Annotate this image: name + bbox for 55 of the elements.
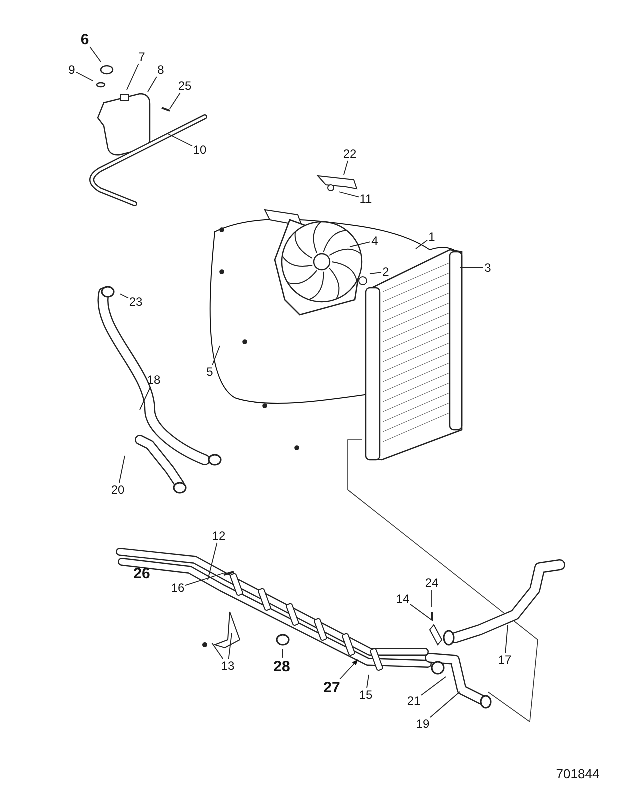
leader-line [148, 76, 158, 92]
leader-line [370, 272, 382, 274]
callout-number: 15 [358, 688, 374, 702]
callout-number: 17 [497, 653, 513, 667]
leader-line [212, 642, 224, 660]
callout-number: 23 [128, 295, 144, 309]
leader-line [421, 676, 446, 696]
leader-line [344, 160, 348, 176]
callout-number: 11 [358, 192, 374, 206]
leader-line [228, 632, 232, 660]
leader-line [350, 242, 371, 248]
callout-number: 13 [220, 659, 236, 673]
leader-line [212, 346, 220, 366]
callout-number: 5 [206, 365, 214, 379]
leader-line [185, 572, 226, 586]
leader-line [208, 542, 218, 580]
callout-number: 25 [177, 79, 193, 93]
leader-line [338, 192, 360, 198]
callout-number: 26 [134, 566, 150, 582]
leader-line [366, 674, 370, 688]
callout-number: 1 [428, 230, 436, 244]
leader-line [416, 240, 428, 250]
callout-number: 7 [138, 50, 146, 64]
leader-line [140, 386, 152, 410]
callout-number: 28 [272, 658, 292, 676]
callout-number: 3 [484, 261, 492, 275]
leader-line [126, 64, 140, 90]
callout-number: 18 [146, 373, 162, 387]
callout-number: 14 [395, 592, 411, 606]
callout-number: 19 [415, 717, 431, 731]
callout-number: 6 [80, 32, 90, 48]
callout-number: 21 [406, 694, 422, 708]
callout-number: 2 [382, 265, 390, 279]
leader-line [120, 294, 129, 299]
callout-number: 10 [192, 143, 208, 157]
leader-line [410, 604, 434, 622]
leader-line [170, 92, 181, 110]
leader-line [119, 456, 126, 484]
leader-arrow [339, 660, 358, 680]
callout-number: 24 [424, 576, 440, 590]
leader-line [505, 624, 508, 654]
callout-number: 22 [342, 147, 358, 161]
callout-number: 27 [322, 680, 342, 696]
callout-number: 4 [370, 234, 380, 248]
leader-line [76, 72, 94, 82]
drawing-number: 701844 [556, 768, 600, 780]
leader-line [90, 46, 102, 62]
callout-number: 9 [68, 63, 76, 77]
leader-line [168, 134, 193, 147]
leader-line [430, 692, 460, 718]
callout-number: 16 [170, 581, 186, 595]
callout-number: 20 [110, 483, 126, 497]
callout-number: 12 [211, 529, 227, 543]
callout-number: 8 [156, 63, 166, 77]
leader-line [282, 648, 284, 659]
